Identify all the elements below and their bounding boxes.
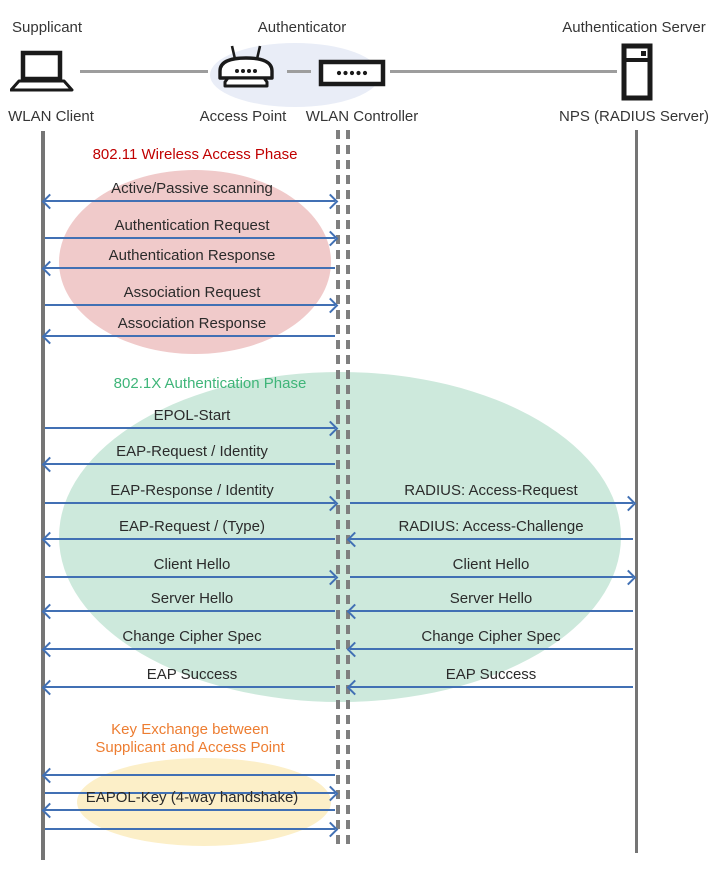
message-arrow — [41, 641, 335, 658]
message-arrow — [41, 193, 339, 210]
message-label: Change Cipher Spec — [122, 628, 262, 645]
message-arrow — [41, 767, 335, 784]
message-arrow — [41, 260, 335, 277]
phase-title-wireless-access: 802.11 Wireless Access Phase — [92, 146, 298, 163]
message-arrow — [41, 679, 335, 696]
wlan-controller-icon — [318, 59, 386, 87]
device-label-wlan-controller: WLAN Controller — [305, 108, 419, 125]
role-label-authentication-server: Authentication Server — [562, 19, 706, 36]
message-arrow — [45, 230, 339, 247]
message-arrow — [350, 569, 637, 586]
message-label: Server Hello — [150, 590, 234, 607]
message-arrow — [41, 531, 335, 548]
message-label: Association Response — [117, 315, 267, 332]
message-label: EAP Success — [445, 666, 537, 683]
message-label: Authentication Response — [108, 247, 276, 264]
phase-title-key-exchange: Key Exchange between Supplicant and Acce… — [95, 721, 285, 756]
message-label: Active/Passive scanning — [111, 180, 273, 197]
lifeline-nps-server — [635, 130, 638, 853]
message-label: Client Hello — [153, 556, 231, 573]
key-exchange-phase-ellipse — [77, 758, 331, 846]
message-label: RADIUS: Access-Challenge — [398, 518, 584, 535]
message-arrow — [45, 495, 339, 512]
arrowhead-right-icon — [620, 495, 637, 512]
lifeline-wlan-controller-left — [336, 130, 340, 850]
access-point-icon — [218, 45, 274, 88]
lifeline-wlan-controller-right — [346, 130, 350, 850]
message-arrow — [41, 328, 335, 345]
message-arrow — [45, 569, 339, 586]
message-arrow — [350, 495, 637, 512]
lifeline-wlan-client — [41, 131, 45, 860]
message-arrow — [41, 603, 335, 620]
phase-title-dot1x-authentication: 802.1X Authentication Phase — [113, 375, 307, 392]
message-label: Client Hello — [452, 556, 530, 573]
connector-client-ap — [80, 70, 208, 73]
role-label-authenticator: Authenticator — [257, 19, 347, 36]
device-label-nps-radius-server: NPS (RADIUS Server) — [558, 108, 710, 125]
message-arrow — [45, 297, 339, 314]
dot1x-authentication-phase-ellipse — [59, 372, 621, 702]
message-label: EAP Success — [146, 666, 238, 683]
message-arrow — [45, 785, 339, 802]
server-icon — [621, 43, 653, 101]
message-label: Server Hello — [449, 590, 533, 607]
message-label: RADIUS: Access-Request — [404, 482, 578, 499]
message-arrow — [346, 531, 633, 548]
message-label: Authentication Request — [114, 217, 270, 234]
message-label: Association Request — [123, 284, 261, 301]
message-arrow — [346, 603, 633, 620]
message-label: EAP-Request / Identity — [116, 443, 268, 460]
message-label: Change Cipher Spec — [421, 628, 561, 645]
message-arrow — [45, 420, 339, 437]
connector-controller-server — [390, 70, 617, 73]
role-label-supplicant: Supplicant — [12, 19, 83, 36]
message-label: EPOL-Start — [153, 407, 231, 424]
message-arrow — [346, 679, 633, 696]
device-label-wlan-client: WLAN Client — [8, 108, 94, 125]
message-label: EAP-Response / Identity — [110, 482, 274, 499]
message-arrow — [346, 641, 633, 658]
laptop-icon — [10, 50, 74, 92]
message-arrow — [41, 802, 335, 819]
message-label: EAP-Request / (Type) — [119, 518, 265, 535]
message-arrow — [41, 456, 335, 473]
connector-ap-controller — [287, 70, 311, 73]
arrowhead-right-icon — [620, 569, 637, 586]
message-arrow — [45, 821, 339, 838]
message-label: EAPOL-Key (4-way handshake) — [85, 789, 299, 806]
device-label-access-point: Access Point — [199, 108, 287, 125]
